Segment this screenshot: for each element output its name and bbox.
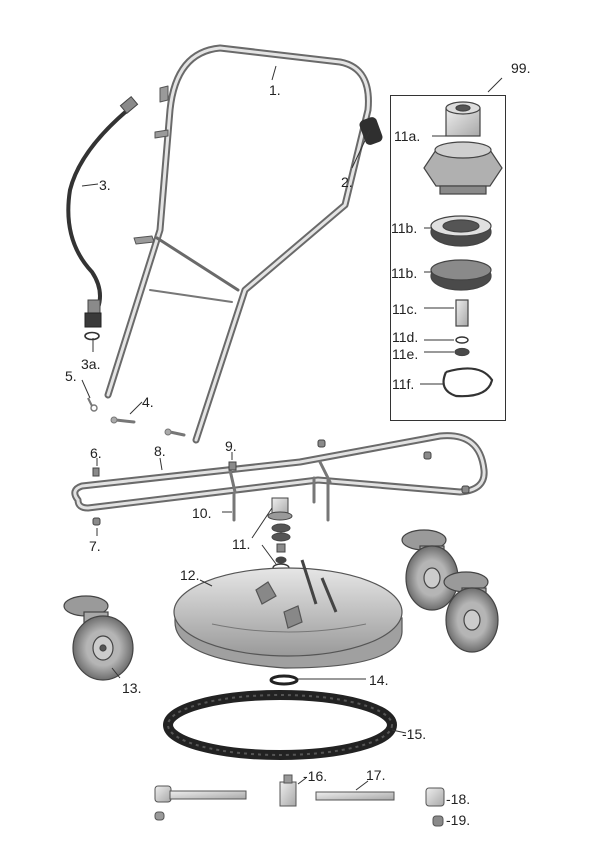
handle-frame-part bbox=[104, 44, 372, 444]
caster-wheel-left-part bbox=[63, 595, 134, 681]
hose-part bbox=[66, 95, 139, 328]
label-part-11: 11. bbox=[232, 536, 251, 552]
grip-cap-part bbox=[359, 117, 383, 145]
nozzle-fitting-parts bbox=[154, 774, 445, 827]
label-part-1: 1. bbox=[269, 82, 281, 98]
inset-swivel-detail-parts bbox=[423, 101, 503, 398]
label-part-16: -16. bbox=[303, 768, 328, 784]
caster-wheel-right-parts bbox=[401, 529, 499, 653]
brush-skirt-part bbox=[163, 690, 397, 760]
label-part-3: 3. bbox=[99, 177, 111, 193]
bolt-part bbox=[110, 416, 186, 437]
label-part-11b-upper: 11b. bbox=[391, 220, 418, 236]
surface-cleaner-housing-part bbox=[173, 559, 403, 669]
label-part-19: -19. bbox=[446, 812, 471, 828]
label-part-11f: 11f. bbox=[392, 376, 415, 392]
label-part-12: 12. bbox=[180, 567, 200, 583]
hose-o-ring-part bbox=[84, 331, 100, 341]
label-part-6: 6. bbox=[90, 445, 102, 461]
pin-part bbox=[87, 397, 98, 412]
label-part-7: 7. bbox=[89, 538, 101, 554]
label-part-9: 9. bbox=[225, 438, 237, 454]
long-bolt-parts bbox=[232, 476, 330, 522]
label-part-11a: 11a. bbox=[394, 128, 421, 144]
leader-lines bbox=[81, 65, 503, 791]
label-part-8: 8. bbox=[154, 443, 166, 459]
label-part-13: 13. bbox=[122, 680, 142, 696]
label-part-99: 99. bbox=[511, 60, 531, 76]
small-nut-parts bbox=[92, 439, 470, 526]
inset-detail-box bbox=[390, 95, 506, 421]
label-part-11b-lower: 11b. bbox=[391, 265, 418, 281]
label-part-10: 10. bbox=[192, 505, 212, 521]
gasket-part bbox=[269, 674, 299, 686]
label-part-17: 17. bbox=[366, 767, 386, 783]
label-part-11c: 11c. bbox=[392, 301, 418, 317]
label-part-11e: 11e. bbox=[392, 346, 419, 362]
base-frame-part bbox=[71, 432, 488, 512]
label-part-18: -18. bbox=[446, 791, 471, 807]
label-part-4: 4. bbox=[142, 394, 154, 410]
label-part-5: 5. bbox=[65, 368, 77, 384]
label-part-3a: 3a. bbox=[81, 356, 101, 372]
label-part-2: 2. bbox=[341, 174, 353, 190]
label-part-11d: 11d. bbox=[392, 329, 419, 345]
label-part-14: 14. bbox=[369, 672, 389, 688]
label-part-15: -15. bbox=[402, 726, 427, 742]
